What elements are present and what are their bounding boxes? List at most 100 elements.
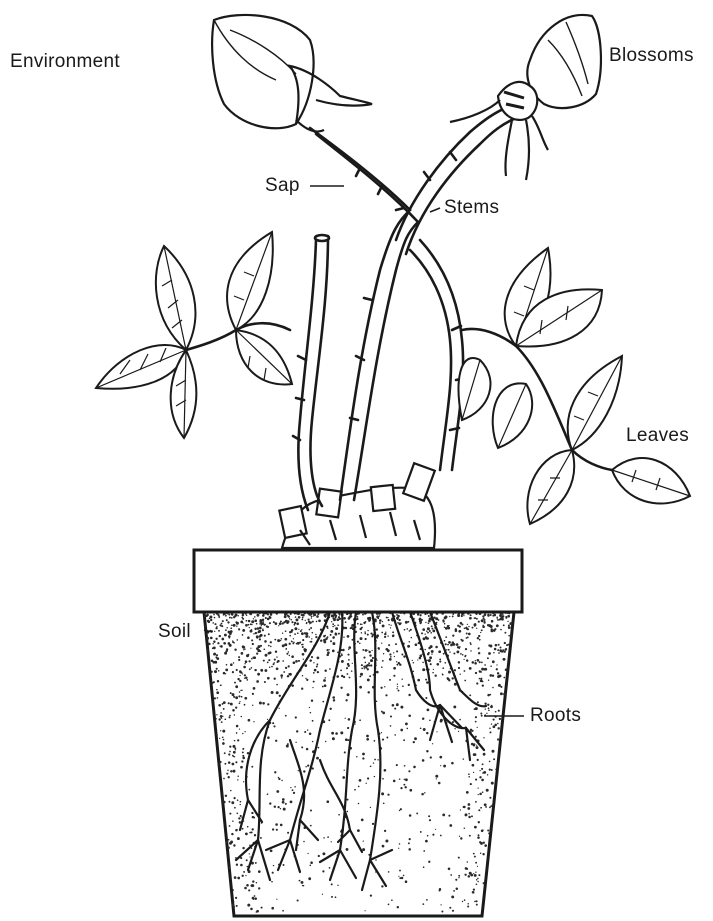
soil-speck [302,639,304,641]
soil-speck [488,680,489,681]
soil-speck [276,667,279,670]
soil-speck [251,667,253,669]
soil-speck [303,841,305,843]
soil-speck [407,728,409,730]
soil-speck [207,620,210,623]
soil-speck [497,738,499,740]
soil-speck [223,739,225,741]
soil-speck [490,665,492,667]
soil-speck [276,656,277,657]
soil-speck [379,622,381,624]
soil-speck [452,721,454,723]
soil-speck [463,659,464,660]
soil-speck [233,901,234,902]
soil-speck [504,642,506,644]
soil-speck [452,677,454,679]
soil-speck [336,618,339,621]
soil-speck [478,635,480,637]
soil-speck [429,819,431,821]
soil-speck [460,837,462,839]
soil-speck [453,652,455,654]
soil-speck [242,748,244,750]
soil-speck [223,614,225,616]
soil-speck [477,637,479,639]
soil-speck [468,803,471,806]
soil-speck [213,614,215,616]
soil-speck [234,648,236,650]
soil-speck [498,710,500,712]
soil-speck [427,835,429,837]
soil-speck [474,874,477,877]
soil-speck [296,622,299,625]
soil-speck [282,910,284,912]
soil-speck [465,813,468,816]
soil-speck [242,751,244,753]
soil-speck [481,619,484,622]
soil-speck [505,648,507,650]
soil-speck [222,716,223,717]
soil-speck [291,655,294,658]
soil-speck [253,899,254,900]
soil-speck [242,757,245,760]
soil-speck [265,654,268,657]
soil-speck [370,894,372,896]
soil-speck [455,879,457,881]
soil-speck [495,644,498,647]
soil-speck [499,614,502,617]
soil-speck [274,639,276,641]
soil-speck [432,743,433,744]
soil-speck [472,661,475,664]
soil-speck [332,696,335,699]
soil-speck [236,625,237,626]
soil-speck [474,708,476,710]
soil-speck [460,674,461,675]
soil-speck [246,859,248,861]
soil-speck [221,798,224,801]
soil-speck [324,677,326,679]
soil-speck [314,669,317,672]
soil-speck [237,739,239,741]
soil-speck [347,663,349,665]
soil-speck [480,671,482,673]
soil-speck [427,632,429,634]
soil-speck [227,650,228,651]
soil-speck [482,684,484,686]
soil-speck [233,755,235,757]
soil-speck [505,616,507,618]
soil-speck [403,739,405,741]
soil-speck [498,684,501,687]
soil-speck [209,616,212,619]
soil-speck [242,828,244,830]
soil-speck [310,861,313,864]
soil-speck [440,835,442,837]
soil-speck [295,716,297,718]
soil-speck [254,895,256,897]
soil-speck [314,614,316,616]
soil-speck [467,903,469,905]
soil-speck [484,664,486,666]
soil-speck [419,657,422,660]
soil-speck [301,632,304,635]
soil-speck [280,808,281,809]
label-blossoms: Blossoms [609,46,694,65]
soil-speck [226,773,228,775]
soil-speck [401,654,403,656]
soil-speck [244,887,247,890]
soil-speck [313,681,315,683]
soil-speck [454,669,456,671]
soil-speck [274,659,276,661]
soil-speck [488,709,490,711]
soil-speck [468,633,471,636]
soil-speck [474,856,476,858]
soil-speck [289,673,292,676]
soil-speck [417,659,418,660]
soil-speck [214,670,217,673]
soil-speck [400,787,402,789]
soil-speck [259,638,261,640]
soil-speck [354,789,356,791]
soil-speck [477,727,478,728]
soil-speck [335,896,337,898]
soil-speck [241,760,243,762]
soil-speck [322,852,325,855]
soil-speck [403,655,405,657]
